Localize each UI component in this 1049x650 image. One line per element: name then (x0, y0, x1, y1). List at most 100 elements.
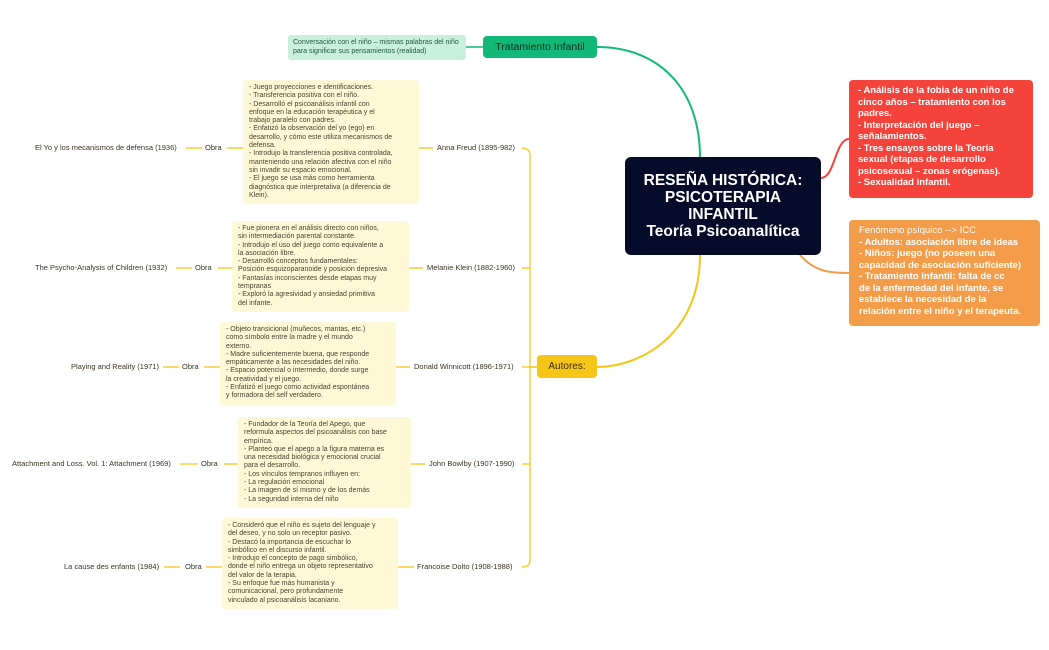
desc-line: - Desarrolló conceptos fundamentales: (238, 258, 358, 266)
orange-line: - Tratamiento infantil: falta de cc (859, 271, 1005, 282)
red-line: - Sexualidad infantil. (858, 177, 951, 188)
desc-line: enfoque en la educación terapéutica y el (249, 108, 375, 116)
obra-label[interactable]: Obra (180, 362, 201, 371)
author-description-melanie-klein[interactable]: - Fue pionera en el análisis directo con… (232, 221, 409, 312)
author-john-bowlby[interactable]: John Bowlby (1907-1990) (427, 459, 517, 468)
desc-line: - Desarrolló el psicoanálisis infantil c… (249, 100, 370, 108)
desc-line: - La seguridad interna del niño (244, 495, 339, 503)
author-description-john-bowlby[interactable]: - Fundador de la Teoría del Apego, que r… (238, 417, 411, 508)
desc-line: vinculado al psicoanálisis lacaniano. (228, 596, 341, 604)
orange-line: - Adultos: asociación libre de ideas (859, 236, 1019, 248)
desc-line: externo. (226, 342, 252, 350)
desc-line: del valor de la terapia. (228, 571, 297, 579)
obra-label[interactable]: Obra (199, 459, 220, 468)
desc-line: - Fue pionera en el análisis directo con… (238, 225, 379, 232)
red-line: sexual (etapas de desarrollo (858, 154, 986, 165)
desc-line: - Introdujo el uso del juego como equiva… (238, 241, 384, 249)
author-donald-winnicott[interactable]: Donald Winnicott (1896-1971) (412, 362, 516, 371)
red-line: cinco años – tratamiento con los (858, 96, 1006, 108)
desc-line: - Su enfoque fue más humanista y (228, 580, 335, 588)
desc-line: - Los vínculos tempranos influyen en: (244, 470, 360, 478)
desc-line: - La regulación emocional (244, 479, 325, 487)
author-description-donald-winnicott[interactable]: - Objeto transicional (muñecos, mantas, … (220, 322, 396, 405)
tratamiento-infantil-node[interactable]: Tratamiento Infantil (483, 36, 597, 58)
desc-line: desarrollo, y cómo este utiliza mecanism… (249, 133, 393, 141)
author-description-francoise-dolto[interactable]: - Consideró que el niño es sujeto del le… (222, 518, 398, 609)
work-donald-winnicott[interactable]: Playing and Reality (1971) (69, 362, 161, 371)
desc-line: - Introdujo la transferencia positiva co… (249, 150, 393, 158)
desc-line: - La imagen de sí mismo y de los demás (244, 487, 370, 495)
desc-line: tempranas (238, 283, 272, 291)
work-francoise-dolto[interactable]: La cause des enfants (1984) (62, 562, 162, 571)
desc-line: - Consideró que el niño es sujeto del le… (228, 522, 376, 529)
orange-line: relación entre el niño y el terapeuta. (859, 305, 1022, 317)
desc-line: trabajo paralelo con padres. (249, 117, 336, 125)
red-line: padres. (858, 108, 892, 119)
central-line: INFANTIL (688, 206, 758, 223)
desc-line: simbólico en el discurso infantil. (228, 546, 327, 554)
desc-line: - Transferencia positiva con el niño. (249, 92, 360, 100)
desc-line: - Juego proyecciones e identificaciones. (249, 84, 374, 91)
desc-line: donde el niño entrega un objeto represen… (228, 563, 373, 571)
desc-line: reformula aspectos del psicoanálisis con… (244, 429, 387, 437)
central-line: PSICOTERAPIA (664, 189, 782, 206)
desc-line: del deseo, y no solo un receptor pasivo. (228, 530, 352, 538)
work-melanie-klein[interactable]: The Psycho-Analysis of Children (1932) (33, 263, 170, 272)
desc-line: sin invadir su espacio emocional. (249, 166, 352, 174)
freud-contributions-node[interactable]: - Análisis de la fobia de un niño de cin… (849, 80, 1033, 198)
obra-label[interactable]: Obra (183, 562, 204, 571)
obra-label[interactable]: Obra (193, 263, 214, 272)
desc-line: la asociación libre. (238, 249, 296, 257)
desc-line: manteniendo una relación afectiva con el… (249, 158, 392, 166)
orange-line: - Niños: juego (no poseen una (859, 248, 996, 259)
desc-line: Posición esquizoparanoide y posición dep… (238, 266, 388, 274)
desc-line: diagnóstica que interpretativa (a difere… (249, 183, 391, 191)
fenomeno-psiquico-node[interactable]: Fenómeno psíquico --> ICC - Adultos: aso… (849, 220, 1040, 326)
desc-line: la creatividad y el juego. (226, 375, 302, 383)
desc-line: - Espacio potencial o intermedio, donde … (226, 367, 369, 375)
desc-line: empírica. (244, 437, 273, 445)
author-francoise-dolto[interactable]: Francoise Dolto (1908-1988) (415, 562, 515, 571)
desc-line: - Enfatizó el juego como actividad espon… (226, 384, 370, 392)
desc-line: para el desarrollo. (244, 462, 301, 470)
author-melanie-klein[interactable]: Melanie Klein (1882-1960) (425, 263, 517, 272)
desc-line: - Destacó la importancia de escuchar lo (228, 538, 351, 546)
red-line: - Interpretación del juego – (858, 119, 980, 131)
work-anna-freud[interactable]: El Yo y los mecanismos de defensa (1936) (33, 143, 179, 152)
red-line: - Análisis de la fobia de un niño de (858, 85, 1014, 96)
desc-line: - Objeto transicional (muñecos, mantas, … (226, 326, 366, 333)
desc-line: - Introdujo el concepto de pago simbólic… (228, 555, 358, 563)
author-description-anna-freud[interactable]: - Juego proyecciones e identificaciones.… (243, 80, 419, 205)
desc-line: - Planteó que el apego a la figura mater… (244, 445, 385, 453)
desc-line: del infante. (238, 299, 273, 307)
orange-line: Fenómeno psíquico --> ICC (859, 225, 976, 236)
desc-line: - Enfatizó la observación del yo (ego) e… (249, 125, 375, 133)
desc-line: comunicacional, pero profundamente (228, 588, 344, 596)
desc-line: como símbolo entre la madre y el mundo (226, 334, 353, 342)
orange-line: de la enfermedad del infante, se (859, 282, 1004, 294)
desc-line: empáticamente a las necesidades del niño… (226, 359, 361, 367)
desc-line: defensa. (249, 142, 276, 150)
author-anna-freud[interactable]: Anna Freud (1895-982) (435, 143, 517, 152)
red-line: psicosexual – zonas erógenas). (858, 165, 1001, 177)
red-line: señalamientos. (858, 131, 927, 142)
central-topic[interactable]: RESEÑA HISTÓRICA: PSICOTERAPIA INFANTIL … (625, 157, 821, 255)
autores-node[interactable]: Autores: (537, 355, 597, 378)
work-john-bowlby[interactable]: Attachment and Loss. Vol. 1: Attachment … (10, 459, 173, 468)
desc-line: y formadora del self verdadero. (226, 392, 323, 400)
desc-line: una necesidad biológica y emocional cruc… (244, 454, 381, 462)
red-line: - Tres ensayos sobre la Teoría (858, 142, 994, 154)
central-line: RESEÑA HISTÓRICA: (643, 172, 803, 189)
desc-line: - Fundador de la Teoría del Apego, que (244, 421, 366, 428)
orange-line: establece la necesidad de la (859, 294, 987, 305)
desc-line: sin intermediación parental constante. (238, 233, 356, 241)
desc-line: - El juego se usa más como herramienta (249, 175, 375, 183)
desc-line: - Exploró la agresividad y ansiedad prim… (238, 291, 375, 299)
orange-line: capacidad de asociación suficiente) (859, 259, 1022, 271)
tratamiento-detail-node[interactable]: Conversación con el niño – mismas palabr… (288, 35, 466, 60)
desc-line: Klein). (249, 191, 269, 199)
desc-line: - Madre suficientemente buena, que respo… (226, 350, 370, 358)
central-line: Teoría Psicoanalítica (646, 223, 800, 240)
obra-label[interactable]: Obra (203, 143, 224, 152)
